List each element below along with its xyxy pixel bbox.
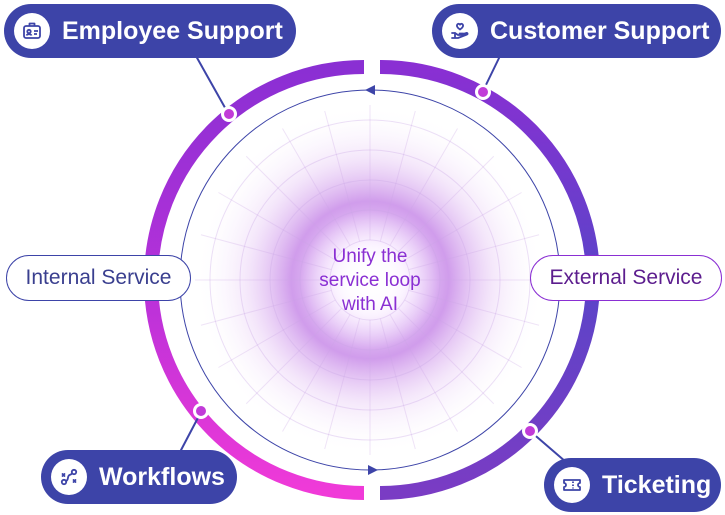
dot-customer-support	[475, 84, 491, 100]
center-highlight	[300, 210, 440, 350]
internal-service-label: Internal Service	[6, 255, 191, 301]
center-caption: Unify the service loop with AI	[300, 245, 440, 317]
ticketing-label: Ticketing	[602, 470, 712, 499]
radar-spoke	[404, 192, 522, 261]
radar-spoke	[397, 307, 495, 405]
center-caption-line-1: Unify the	[332, 246, 408, 267]
radar-spoke	[379, 110, 416, 242]
radar-spoke	[282, 128, 351, 246]
customer-support-node: Customer Support	[432, 4, 721, 58]
bottom-arrow-head	[368, 465, 378, 475]
radar-spoke	[218, 192, 336, 261]
radar-spoke	[408, 289, 540, 326]
center-caption-line-2: service loop	[319, 270, 421, 291]
radar-spoke	[389, 128, 458, 246]
customer-support-label: Customer Support	[490, 16, 710, 45]
radar-spoke	[200, 234, 332, 271]
radar-spoke	[200, 289, 332, 326]
external-service-label: External Service	[530, 255, 722, 301]
workflow-path-icon	[51, 459, 87, 495]
radar-spoke	[324, 110, 361, 242]
radar-spoke	[218, 299, 336, 368]
workflows-node: Workflows	[41, 450, 237, 504]
radar-spoke	[404, 299, 522, 368]
dot-employee-support	[221, 106, 237, 122]
ticketing-node: Ticketing	[544, 458, 721, 512]
id-badge-icon	[14, 13, 50, 49]
ring-dots	[193, 84, 538, 439]
radar-spoke	[389, 314, 458, 432]
radar-spoke	[324, 318, 361, 450]
dot-workflows	[193, 403, 209, 419]
employee-support-label: Employee Support	[62, 16, 283, 45]
external-service-text: External Service	[549, 266, 703, 289]
employee-support-node: Employee Support	[4, 4, 296, 58]
ticket-icon	[554, 467, 590, 503]
top-arrow-head	[365, 85, 375, 95]
radar-spokes	[195, 105, 545, 455]
dot-ticketing	[522, 423, 538, 439]
radar-spoke	[282, 314, 351, 432]
internal-service-text: Internal Service	[25, 266, 172, 289]
radar-spoke	[408, 234, 540, 271]
radar-spoke	[245, 307, 343, 405]
center-caption-line-3: with AI	[342, 294, 398, 315]
heart-hand-icon	[442, 13, 478, 49]
radar-spoke	[397, 155, 495, 253]
radar-spoke	[245, 155, 343, 253]
workflows-label: Workflows	[99, 462, 225, 491]
radar-spoke	[379, 318, 416, 450]
